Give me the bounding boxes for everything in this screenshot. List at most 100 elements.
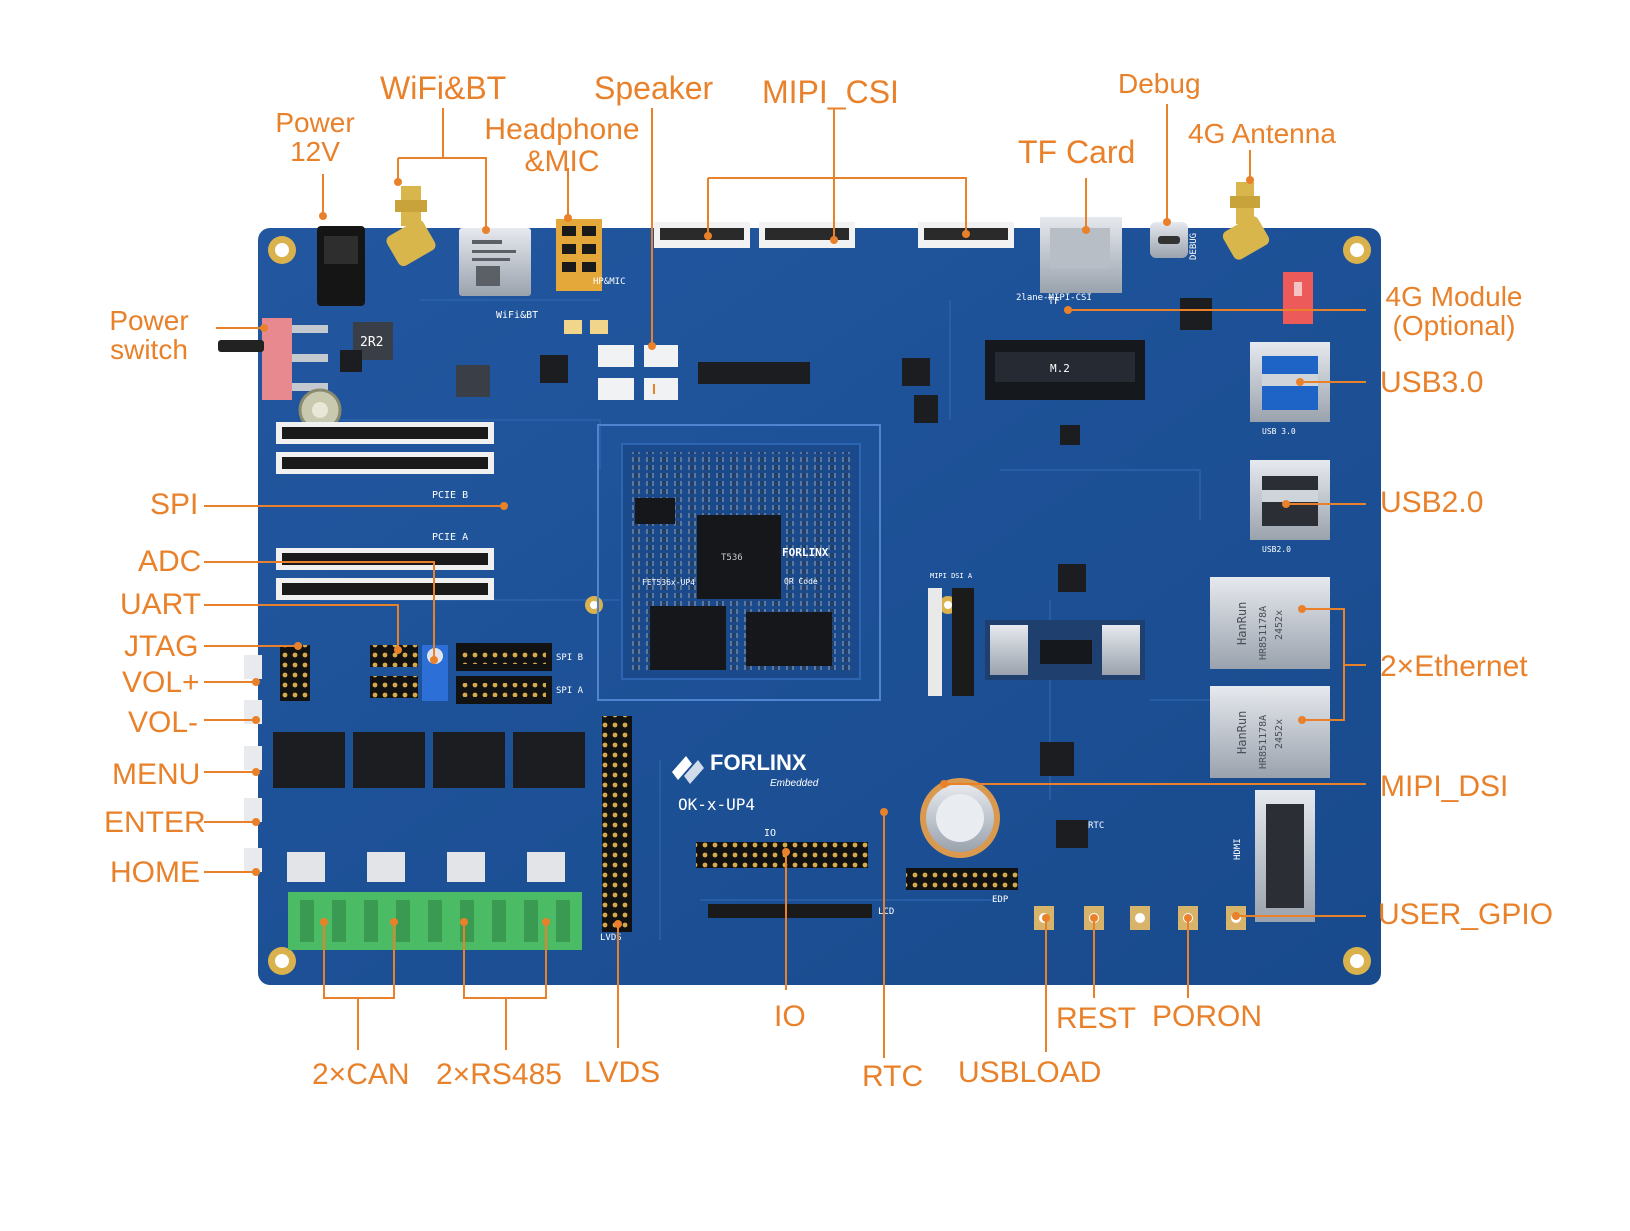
label-vol-minus: VOL-	[128, 706, 199, 739]
protection-devices	[287, 852, 565, 882]
label-power-switch-line2: switch	[110, 334, 188, 366]
silk-pcie-a: PCIE A	[432, 532, 468, 543]
label-4g-module: 4G Module (Optional)	[1380, 282, 1528, 341]
label-4g-antenna: 4G Antenna	[1188, 118, 1336, 149]
silk-m2: M.2	[1050, 362, 1070, 375]
label-can: 2×CAN	[312, 1058, 410, 1091]
adc-header	[370, 676, 418, 698]
silk-hpmic: HP&MIC	[593, 277, 626, 287]
label-user-gpio: USER_GPIO	[1378, 898, 1554, 931]
silk-io: IO	[764, 828, 776, 839]
silk-debug: DEBUG	[1189, 233, 1199, 260]
label-4g-module-line2: (Optional)	[1392, 310, 1516, 342]
jtag-header	[280, 645, 310, 701]
eth1-date: 2452x	[1274, 610, 1285, 640]
eth1-brand: HanRun	[1235, 602, 1249, 645]
label-speaker: Speaker	[594, 70, 714, 106]
silk-usb3: USB 3.0	[1262, 427, 1296, 436]
forlinx-logo: FORLINX Embedded OK-x-UP4	[672, 750, 819, 814]
edp-header	[906, 868, 1018, 890]
pcie-slot-b	[276, 422, 494, 474]
cpu-chip	[697, 515, 781, 599]
label-uart: UART	[120, 588, 202, 621]
label-mipi-dsi: MIPI_DSI	[1380, 770, 1509, 803]
label-debug: Debug	[1118, 68, 1201, 99]
model-text: OK-x-UP4	[678, 795, 755, 814]
eth2-date: 2452x	[1274, 719, 1285, 749]
som-label: FET536x-UP4	[642, 578, 695, 587]
misc-chips	[340, 298, 1212, 848]
label-rs485: 2×RS485	[436, 1058, 562, 1091]
tan-caps	[564, 320, 608, 334]
label-usb30: USB3.0	[1380, 366, 1484, 399]
speaker-connector-r	[598, 378, 634, 400]
som-outline	[597, 424, 881, 701]
label-io: IO	[774, 1000, 806, 1033]
label-enter: ENTER	[104, 806, 206, 839]
mipi-csi-connectors	[654, 222, 1014, 248]
speaker-connector-l	[598, 345, 634, 367]
brand-text: FORLINX	[710, 750, 807, 775]
label-lvds: LVDS	[584, 1056, 661, 1089]
silk-csi: 2lane-MIPI-CSI	[1016, 293, 1092, 303]
svg-text:2R2: 2R2	[360, 335, 383, 350]
label-rtc: RTC	[862, 1060, 924, 1093]
label-power-12v-line2: 12V	[290, 136, 340, 168]
silk-wifibt: WiFi&BT	[496, 310, 538, 321]
label-poron: PORON	[1152, 1000, 1263, 1033]
brand-sub: Embedded	[770, 778, 819, 789]
silk-tf: TF	[1048, 296, 1060, 307]
leader-lines	[204, 104, 1366, 1058]
label-usbload: USBLOAD	[958, 1056, 1102, 1089]
label-4g-module-line1: 4G Module	[1385, 281, 1523, 312]
eth1-part: HR851178A	[1258, 606, 1269, 660]
eth2-part: HR851178A	[1258, 715, 1269, 769]
label-power-switch-line1: Power	[109, 305, 189, 336]
label-mipi-csi: MIPI_CSI	[762, 74, 899, 110]
label-jtag: JTAG	[124, 630, 199, 663]
label-ethernet: 2×Ethernet	[1380, 650, 1528, 683]
lvds-header	[602, 716, 632, 932]
som-brand: FORLINX	[782, 546, 829, 559]
label-power-switch: Power switch	[106, 306, 192, 365]
silk-mipi-dsi-a: MIPI DSI A	[930, 572, 973, 580]
silk-pcie-b: PCIE B	[432, 490, 468, 501]
side-buttons	[244, 655, 262, 872]
mipi-dsi-connector-b	[952, 588, 974, 696]
mipi-dsi-connector-a	[928, 588, 942, 696]
silk-spi-b: SPI B	[556, 653, 583, 663]
label-rest: REST	[1056, 1002, 1137, 1035]
lcd-connector	[708, 904, 872, 918]
uart-header	[370, 645, 418, 667]
label-wifi-bt: WiFi&BT	[380, 70, 507, 106]
label-power-12v: Power 12V	[270, 108, 360, 167]
label-adc: ADC	[138, 545, 202, 578]
label-headphone-mic-line1: Headphone	[484, 113, 640, 146]
ram-chip-1	[650, 606, 726, 670]
som-qr: QR Code	[784, 577, 818, 586]
isolation-modules	[273, 732, 585, 788]
label-power-12v-line1: Power	[275, 107, 355, 138]
silk-spi-a: SPI A	[556, 686, 584, 696]
label-headphone-mic: Headphone &MIC	[472, 114, 652, 177]
silk-hdmi: HDMI	[1233, 838, 1243, 860]
label-tf-card: TF Card	[1018, 134, 1136, 170]
label-usb20: USB2.0	[1380, 486, 1484, 519]
silk-usb2: USB2.0	[1262, 545, 1291, 554]
label-spi: SPI	[150, 488, 199, 521]
power-switch	[262, 318, 292, 400]
label-home: HOME	[110, 856, 200, 889]
leader-dots	[252, 176, 1306, 928]
dip-switch	[1283, 272, 1313, 324]
ethernet-port-2: HanRun HR851178A 2452x	[1210, 686, 1330, 778]
4g-antenna-connector	[1222, 182, 1270, 260]
silk-edp: EDP	[992, 895, 1009, 905]
ram-chip-2	[746, 612, 832, 666]
io-header	[696, 842, 868, 868]
silk-lcd: LCD	[878, 907, 894, 917]
wifi-antenna-connector	[386, 186, 436, 267]
label-headphone-mic-line2: &MIC	[524, 144, 600, 178]
ethernet-port-1: HanRun HR851178A 2452x	[1210, 577, 1330, 669]
